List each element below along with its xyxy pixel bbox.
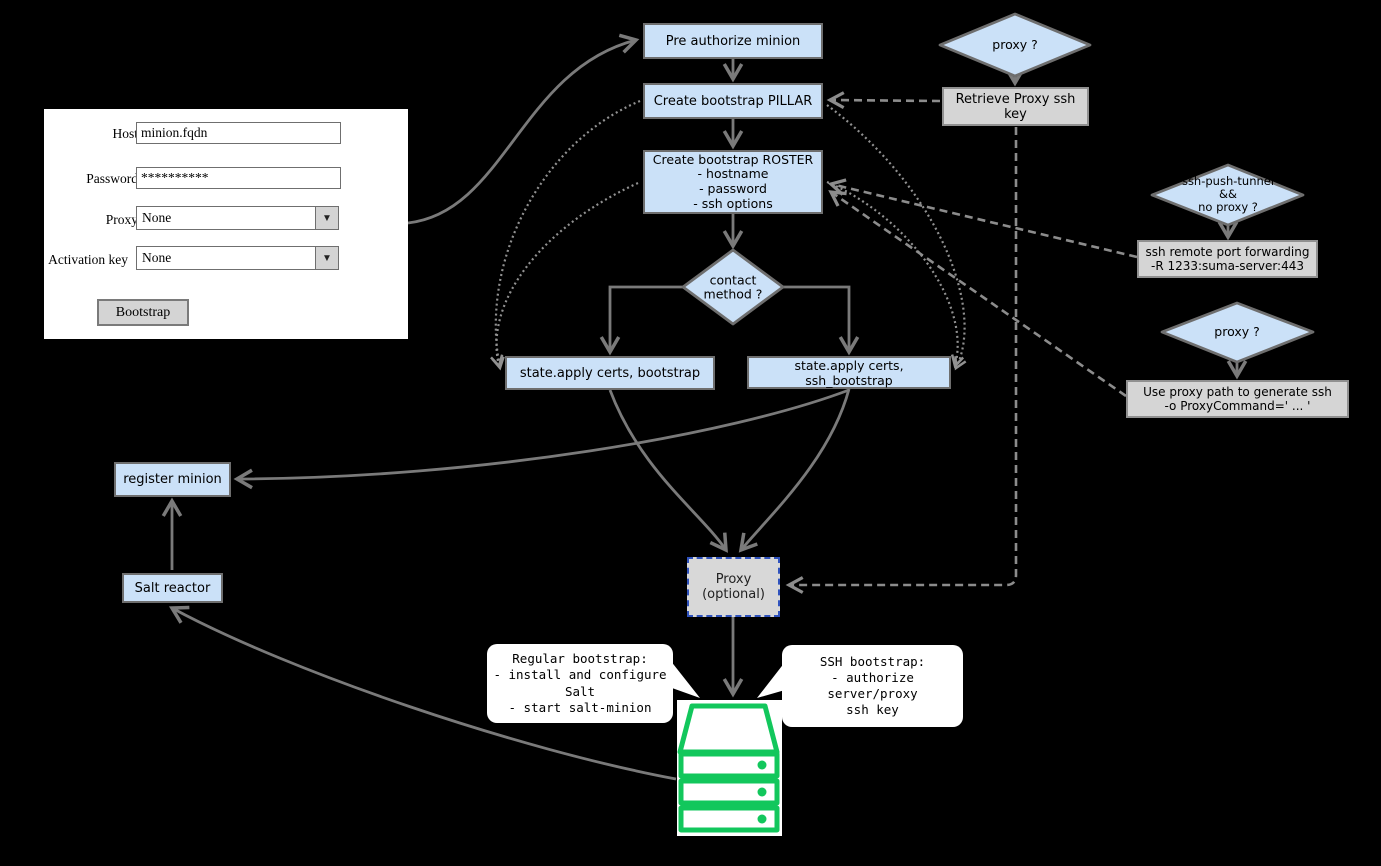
label-ssh-push-tunnel: ssh-push-tunnel && no proxy ? xyxy=(1181,174,1275,215)
diamond-ssh-push-tunnel xyxy=(1150,163,1305,227)
diamond-contact-method xyxy=(681,248,785,326)
diamond-proxy-right xyxy=(1160,301,1315,364)
ssh-bubble-tail xyxy=(757,662,785,698)
dotted-pillar-to-bootstrap xyxy=(491,99,641,371)
dashed-connectors xyxy=(785,91,1138,594)
arrow-contact-to-bootstrap xyxy=(599,285,683,356)
callout-ssh-bootstrap: SSH bootstrap: - authorize server/proxy … xyxy=(782,645,963,727)
label-proxy-question-right: proxy ? xyxy=(1214,323,1260,339)
dashed-retrieve-to-proxyoptional xyxy=(785,127,1018,594)
node-register-minion: register minion xyxy=(114,462,231,497)
node-retrieve-proxy-ssh-key: Retrieve Proxy ssh key xyxy=(942,87,1089,126)
contact-method-line1: contact xyxy=(709,272,757,288)
password-label: Password xyxy=(86,171,138,186)
roster-item-ssh-options: - ssh options xyxy=(693,195,773,211)
port-forwarding-line2: -R 1233:suma-server:443 xyxy=(1150,259,1305,273)
contact-method-line2: method ? xyxy=(703,287,763,302)
dotted-connectors xyxy=(490,99,967,371)
decision-diamonds xyxy=(681,12,1315,364)
dashed-portforward-to-roster xyxy=(827,178,1138,259)
arrow-bootstrap-to-proxy xyxy=(608,389,728,553)
arrow-sshbootstrap-to-register xyxy=(233,388,850,490)
label-proxy-question-top: proxy ? xyxy=(992,36,1038,52)
regular-bootstrap-line3: Salt xyxy=(564,683,596,699)
label-contact-method: contact method ? xyxy=(703,272,763,303)
proxy-label: Proxy xyxy=(105,212,138,227)
node-create-bootstrap-roster: Create bootstrap ROSTER - hostname - pas… xyxy=(643,150,823,214)
node-use-proxy-path: Use proxy path to generate ssh -o ProxyC… xyxy=(1126,380,1349,418)
server-icon xyxy=(677,700,782,836)
regular-bootstrap-line4: - start salt-minion xyxy=(508,699,652,715)
arrow-contact-to-sshbootstrap xyxy=(783,285,860,356)
diamond-proxy-top xyxy=(938,12,1092,78)
ssh-bootstrap-line1: SSH bootstrap: xyxy=(819,653,926,669)
node-state-apply-bootstrap: state.apply certs, bootstrap xyxy=(505,356,715,390)
node-pre-authorize-minion: Pre authorize minion xyxy=(643,23,823,59)
callout-regular-bootstrap: Regular bootstrap: - install and configu… xyxy=(487,644,673,723)
ssh-push-tunnel-line3: no proxy ? xyxy=(1198,200,1258,215)
node-create-bootstrap-pillar: Create bootstrap PILLAR xyxy=(643,83,823,119)
activation-key-label: Activation key xyxy=(48,252,128,267)
dotted-roster-to-bootstrap xyxy=(490,181,639,369)
dotted-pillar-to-sshbootstrap xyxy=(826,104,967,371)
node-state-apply-ssh-bootstrap: state.apply certs, ssh_bootstrap xyxy=(747,356,951,389)
roster-item-password: - password xyxy=(699,181,767,196)
regular-bubble-tail xyxy=(670,660,700,698)
ssh-bootstrap-line3: ssh key xyxy=(846,702,899,718)
node-salt-reactor: Salt reactor xyxy=(122,573,223,603)
node-ssh-remote-port-forwarding: ssh remote port forwarding -R 1233:suma-… xyxy=(1137,240,1318,278)
solid-connectors xyxy=(161,33,1248,781)
proxy-select-value: None xyxy=(142,210,172,225)
regular-bootstrap-line1: Regular bootstrap: xyxy=(512,651,648,666)
ssh-push-tunnel-line2: && xyxy=(1219,187,1237,202)
host-input[interactable] xyxy=(136,122,341,144)
ssh-bootstrap-line2: - authorize server/proxy xyxy=(827,669,918,701)
roster-item-hostname: - hostname xyxy=(697,166,769,182)
chevron-down-icon[interactable]: ▼ xyxy=(315,207,338,229)
use-proxy-path-line1: Use proxy path to generate ssh xyxy=(1143,384,1332,399)
regular-bootstrap-line2: - install and configure xyxy=(493,667,667,683)
proxy-select[interactable]: None ▼ xyxy=(136,206,339,230)
bubble-tails xyxy=(670,660,785,698)
roster-title: Create bootstrap ROSTER xyxy=(652,151,814,167)
dashed-retrieve-to-pillar xyxy=(826,91,941,110)
arrow-server-to-saltreactor xyxy=(168,605,677,781)
dashed-useproxypath-to-roster xyxy=(828,190,1127,398)
activation-key-select-value: None xyxy=(142,250,172,265)
password-input[interactable] xyxy=(136,167,341,189)
use-proxy-path-line2: -o ProxyCommand=' ... ' xyxy=(1164,399,1311,413)
proxy-optional-line1: Proxy xyxy=(715,571,752,587)
arrow-sshbootstrap-to-proxy xyxy=(738,388,851,553)
ssh-push-tunnel-line1: ssh-push-tunnel xyxy=(1181,174,1275,189)
arrow-form-to-preauthorize xyxy=(407,33,640,225)
node-proxy-optional: Proxy (optional) xyxy=(687,557,780,617)
port-forwarding-line1: ssh remote port forwarding xyxy=(1145,244,1310,259)
activation-key-select[interactable]: None ▼ xyxy=(136,246,339,270)
bootstrap-button[interactable]: Bootstrap xyxy=(97,299,189,326)
bootstrap-form-panel: Host Password Proxy None ▼ Activation ke… xyxy=(44,109,408,339)
host-label: Host xyxy=(112,126,138,141)
proxy-optional-line2: (optional) xyxy=(702,587,765,602)
dotted-roster-to-sshbootstrap xyxy=(826,180,965,369)
chevron-down-icon[interactable]: ▼ xyxy=(315,247,338,269)
